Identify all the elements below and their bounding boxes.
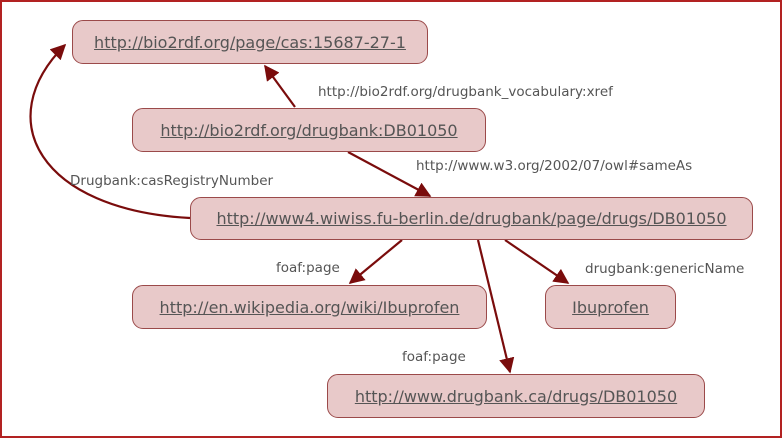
node-drugbank-ca[interactable]: http://www.drugbank.ca/drugs/DB01050 — [327, 374, 705, 418]
edge-label-cas-registry: Drugbank:casRegistryNumber — [70, 173, 274, 189]
node-drugbank-bio2rdf-link[interactable]: http://bio2rdf.org/drugbank:DB01050 — [160, 120, 458, 140]
edge-foaf-page-drugbank — [476, 239, 515, 374]
edge-label-same-as: http://www.w3.org/2002/07/owl#sameAs — [416, 158, 693, 174]
node-ibuprofen-link[interactable]: Ibuprofen — [572, 297, 649, 317]
edge-foaf-page-wiki — [348, 239, 403, 284]
node-cas[interactable]: http://bio2rdf.org/page/cas:15687-27-1 — [72, 20, 428, 64]
node-wikipedia[interactable]: http://en.wikipedia.org/wiki/Ibuprofen — [132, 285, 487, 329]
node-drugbank-bio2rdf[interactable]: http://bio2rdf.org/drugbank:DB01050 — [132, 108, 486, 152]
edge-xref — [264, 64, 296, 108]
edge-cas-registry — [29, 43, 191, 220]
edge-generic-name — [504, 239, 570, 284]
edge-label-foaf-page-drugbank: foaf:page — [402, 349, 466, 365]
node-wiwiss-link[interactable]: http://www4.wiwiss.fu-berlin.de/drugbank… — [216, 209, 727, 228]
node-wiwiss[interactable]: http://www4.wiwiss.fu-berlin.de/drugbank… — [190, 197, 753, 240]
edge-same-as — [347, 151, 432, 197]
node-drugbank-ca-link[interactable]: http://www.drugbank.ca/drugs/DB01050 — [354, 386, 678, 406]
node-ibuprofen[interactable]: Ibuprofen — [545, 285, 676, 329]
edge-label-foaf-page-wiki: foaf:page — [276, 260, 340, 276]
edge-label-generic-name: drugbank:genericName — [585, 261, 745, 277]
node-cas-link[interactable]: http://bio2rdf.org/page/cas:15687-27-1 — [94, 32, 406, 52]
edge-label-xref: http://bio2rdf.org/drugbank_vocabulary:x… — [318, 84, 613, 100]
node-wikipedia-link[interactable]: http://en.wikipedia.org/wiki/Ibuprofen — [159, 297, 460, 317]
